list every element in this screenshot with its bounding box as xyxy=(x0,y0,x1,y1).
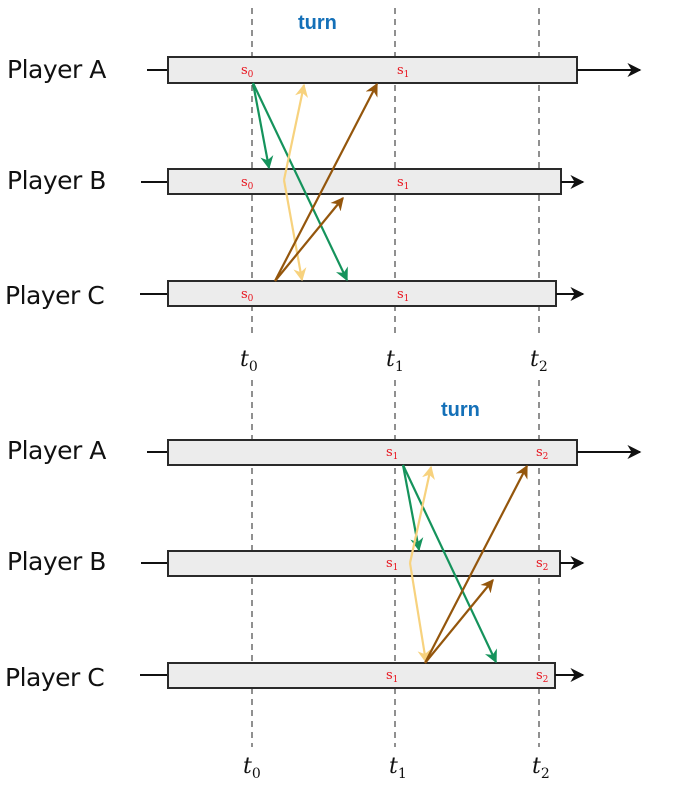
player-bar xyxy=(167,280,557,307)
state-s2: s2 xyxy=(536,556,548,573)
time-labels-lower: t0 t1 t2 xyxy=(243,754,550,782)
messages xyxy=(401,464,528,664)
state-s1: s1 xyxy=(397,287,409,304)
player-label: Player C xyxy=(5,281,104,310)
state-s1: s1 xyxy=(386,556,398,573)
time-label-t2: t2 xyxy=(532,754,550,782)
state-s2: s2 xyxy=(536,668,548,685)
messages xyxy=(251,82,378,282)
message-arrow-a-to-c xyxy=(252,82,348,282)
time-label-t0: t0 xyxy=(240,347,258,375)
player-bar xyxy=(167,662,556,689)
player-bar xyxy=(167,168,562,195)
message-arrow-c-to-a xyxy=(424,464,528,664)
player-label: Player C xyxy=(5,663,104,692)
state-s1: s1 xyxy=(386,445,398,462)
state-s2: s2 xyxy=(536,445,548,462)
player-label: Player B xyxy=(7,166,106,195)
player-a-timeline: Player A s0 s1 xyxy=(7,55,642,84)
player-bar xyxy=(167,550,561,577)
state-s1: s1 xyxy=(397,175,409,192)
state-s1: s1 xyxy=(397,63,409,80)
state-s0: s0 xyxy=(241,63,254,80)
turn-label: turn xyxy=(298,12,337,34)
message-arrow-b-to-c xyxy=(282,179,307,282)
turn-label: turn xyxy=(441,399,480,421)
state-s0: s0 xyxy=(241,175,254,192)
panel-round-2: turn Player A s1 s2 Player B s1 s2 Playe… xyxy=(5,399,642,692)
player-a-timeline: Player A s1 s2 xyxy=(7,436,642,466)
time-label-t1: t1 xyxy=(386,347,404,375)
time-labels-upper: t0 t1 t2 xyxy=(240,347,548,375)
player-b-timeline: Player B s1 s2 xyxy=(7,547,585,577)
player-bar xyxy=(167,439,578,466)
message-arrow-b-to-a xyxy=(408,465,435,564)
player-label: Player A xyxy=(7,436,106,465)
state-s1: s1 xyxy=(386,668,398,685)
message-arrow-c-to-b xyxy=(424,578,494,664)
player-c-timeline: Player C s0 s1 xyxy=(5,280,585,310)
message-arrow-b-to-c xyxy=(408,562,431,664)
player-label: Player B xyxy=(7,547,106,576)
time-label-t1: t1 xyxy=(389,754,407,782)
panel-round-1: turn Player A s0 s1 Player B s0 s1 Playe… xyxy=(5,12,642,310)
message-arrow-a-to-b xyxy=(251,82,274,170)
player-b-timeline: Player B s0 s1 xyxy=(7,166,585,195)
time-label-t0: t0 xyxy=(243,754,261,782)
message-arrow-c-to-b xyxy=(274,196,344,282)
message-arrow-b-to-a xyxy=(282,83,309,181)
message-arrow-a-to-c xyxy=(402,464,497,664)
time-label-t2: t2 xyxy=(530,347,548,375)
player-label: Player A xyxy=(7,55,106,84)
message-arrow-c-to-a xyxy=(274,82,378,282)
player-c-timeline: Player C s1 s2 xyxy=(5,662,585,692)
state-s0: s0 xyxy=(241,287,254,304)
player-bar xyxy=(167,56,578,84)
